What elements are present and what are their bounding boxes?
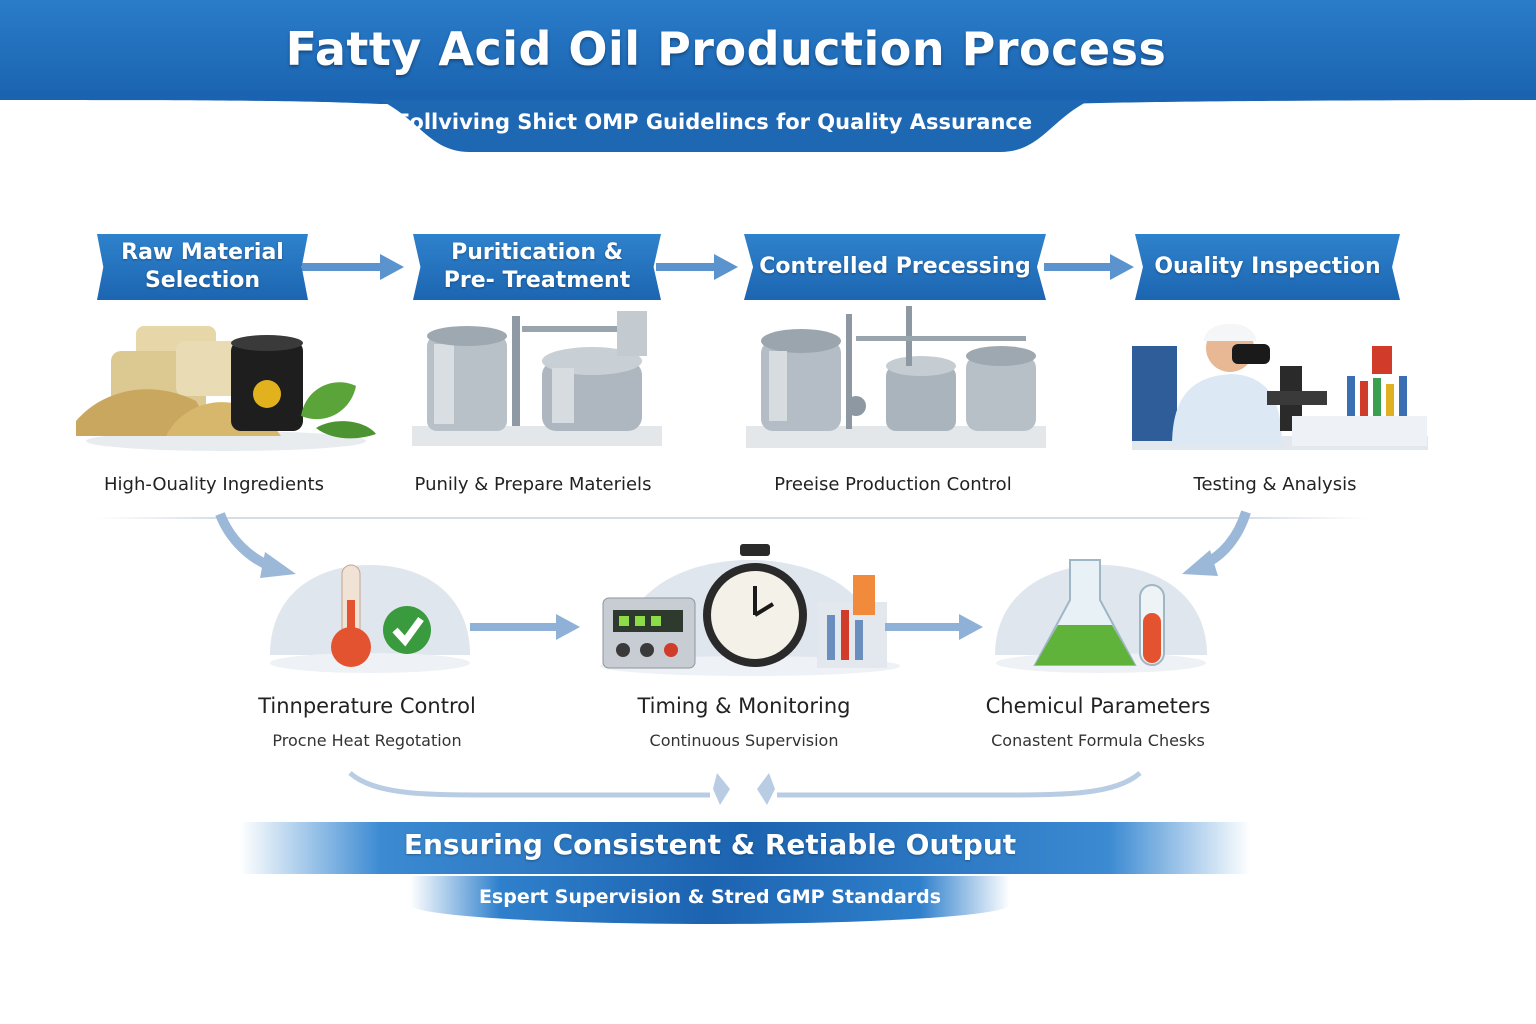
page-subtitle: Follviving Shict OMP Guidelincs for Qual… xyxy=(395,110,1033,134)
converge-arrows xyxy=(348,771,1142,805)
param-title-chemical: Chemicul Parameters xyxy=(985,694,1211,718)
step-caption-purification: Punily & Prepare Materiels xyxy=(414,474,652,495)
footer-subtitle: Espert Supervision & Stred GMP Standards xyxy=(478,886,942,908)
param-title-timing: Timing & Monitoring xyxy=(637,694,851,718)
thermometer-check-icon xyxy=(270,564,470,673)
flow-arrow-3 xyxy=(1044,254,1134,280)
flow-arrow-2 xyxy=(656,254,738,280)
step-caption-processing: Preeise Production Control xyxy=(774,474,1012,495)
raw-materials-icon xyxy=(76,326,376,451)
step-caption-raw-material: High-Ouality Ingredients xyxy=(104,474,324,495)
param-subtitle-chemical: Conastent Formula Chesks xyxy=(991,731,1205,750)
header-wave xyxy=(0,90,1536,152)
lab-technician-icon xyxy=(1132,323,1428,450)
footer-band xyxy=(240,822,1250,874)
step-title-line1: Raw Material xyxy=(121,240,284,265)
step-title-processing: Contrelled Precessing xyxy=(744,234,1046,300)
param-arrow-1 xyxy=(470,614,580,640)
step-title-line1: Ouality Inspection xyxy=(1154,254,1381,279)
connector-arrow-right xyxy=(1182,510,1251,576)
step-title-inspection: Ouality Inspection xyxy=(1135,234,1400,300)
step-title-line1: Puritication & xyxy=(451,240,623,265)
footer-sub-band xyxy=(410,876,1010,924)
step-caption-inspection: Testing & Analysis xyxy=(1193,474,1357,495)
connector-arrow-left xyxy=(215,512,296,578)
step-title-line1: Contrelled Precessing xyxy=(759,254,1031,279)
footer-title: Ensuring Consistent & Retiable Output xyxy=(403,828,1017,861)
param-arrow-2 xyxy=(885,614,983,640)
param-subtitle-temperature: Procne Heat Regotation xyxy=(272,731,462,750)
flask-icon xyxy=(995,559,1207,673)
page-title: Fatty Acid Oil Production Process xyxy=(285,22,1167,76)
param-title-temperature: Tinnperature Control xyxy=(258,694,476,718)
step-title-line2: Selection xyxy=(144,268,261,293)
stopwatch-monitor-icon xyxy=(600,544,900,676)
flow-arrow-1 xyxy=(302,254,404,280)
step-title-purification: Puritication & Pre- Treatment xyxy=(413,234,661,300)
section-divider xyxy=(96,517,1368,519)
header-band xyxy=(0,0,1536,100)
step-title-line2: Pre- Treatment xyxy=(443,268,631,293)
processing-plant-icon xyxy=(746,306,1046,448)
param-subtitle-timing: Continuous Supervision xyxy=(649,731,839,750)
tank-equipment-icon xyxy=(412,311,662,446)
